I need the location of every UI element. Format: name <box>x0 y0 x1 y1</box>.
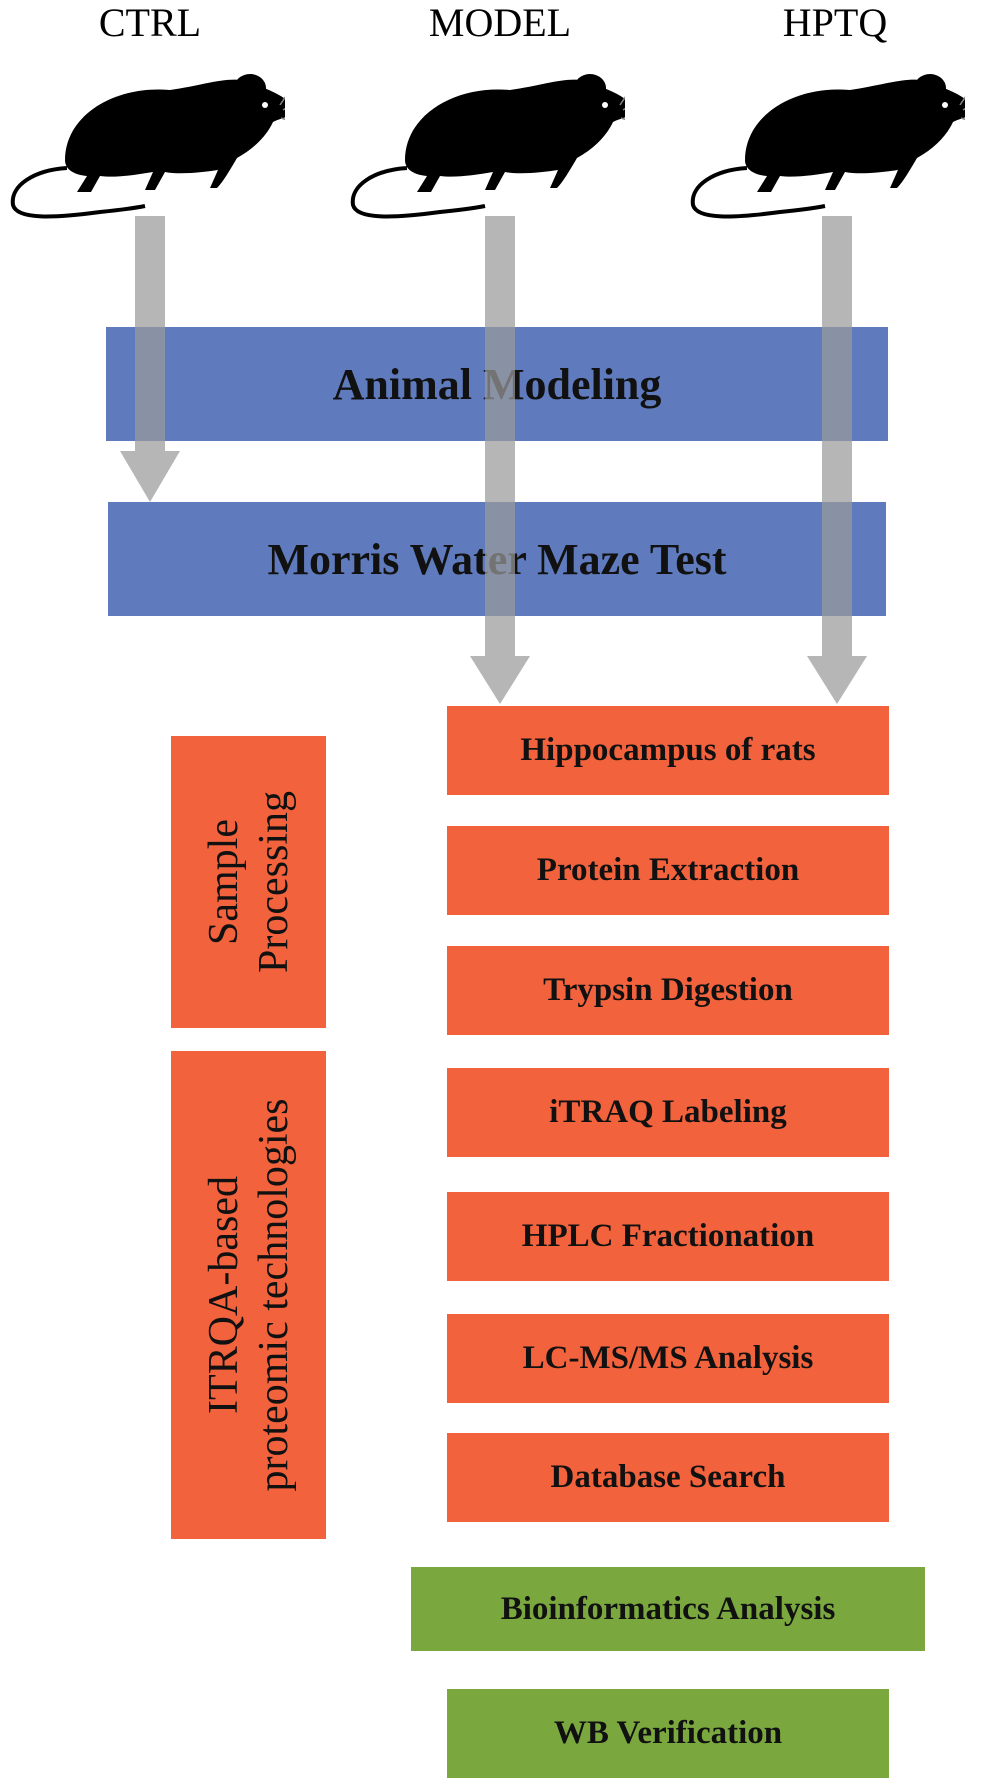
step-trypsin-digestion: Trypsin Digestion <box>447 946 889 1035</box>
group-label-model: MODEL <box>428 0 572 45</box>
side-label-itraq-technologies: ITRQA-based proteomic technologies <box>171 1051 326 1539</box>
step-itraq-labeling: iTRAQ Labeling <box>447 1068 889 1157</box>
side-label-line: Processing <box>250 791 297 973</box>
step-hplc-fractionation: HPLC Fractionation <box>447 1192 889 1281</box>
side-label-sample-processing: Sample Processing <box>171 736 326 1028</box>
arrow-hptq <box>807 216 867 704</box>
side-label-line: proteomic technologies <box>250 1098 297 1492</box>
rat-icon <box>350 74 625 219</box>
group-label-ctrl: CTRL <box>98 0 202 45</box>
rat-icon <box>10 74 285 219</box>
step-database-search: Database Search <box>447 1433 889 1522</box>
side-label-line: ITRQA-based <box>200 1176 247 1414</box>
arrow-model <box>470 216 530 704</box>
step-protein-extraction: Protein Extraction <box>447 826 889 915</box>
step-wb-verification: WB Verification <box>447 1689 889 1778</box>
arrow-ctrl <box>120 216 180 502</box>
step-bioinformatics-analysis: Bioinformatics Analysis <box>411 1567 925 1651</box>
step-hippocampus: Hippocampus of rats <box>447 706 889 795</box>
step-lc-ms-analysis: LC-MS/MS Analysis <box>447 1314 889 1403</box>
group-label-hptq: HPTQ <box>782 0 888 45</box>
rat-icon <box>690 74 965 219</box>
side-label-line: Sample <box>200 819 247 945</box>
